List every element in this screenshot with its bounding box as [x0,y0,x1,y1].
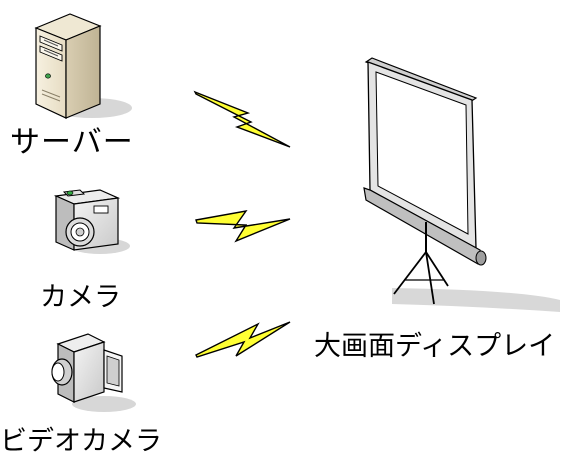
server-icon [34,13,132,119]
lightning-bolt-server [193,90,291,148]
camera-label: カメラ [40,282,121,313]
video-camera-label: ビデオカメラ [0,426,162,457]
display-label: 大画面ディスプレイ [314,331,556,362]
projection-screen-icon [363,57,560,312]
video-camera-icon [51,333,136,412]
camera-icon [53,189,130,254]
lightning-bolt-camera [195,210,291,243]
server-label: サーバー [10,125,134,160]
lightning-bolt-video-camera [195,321,291,358]
